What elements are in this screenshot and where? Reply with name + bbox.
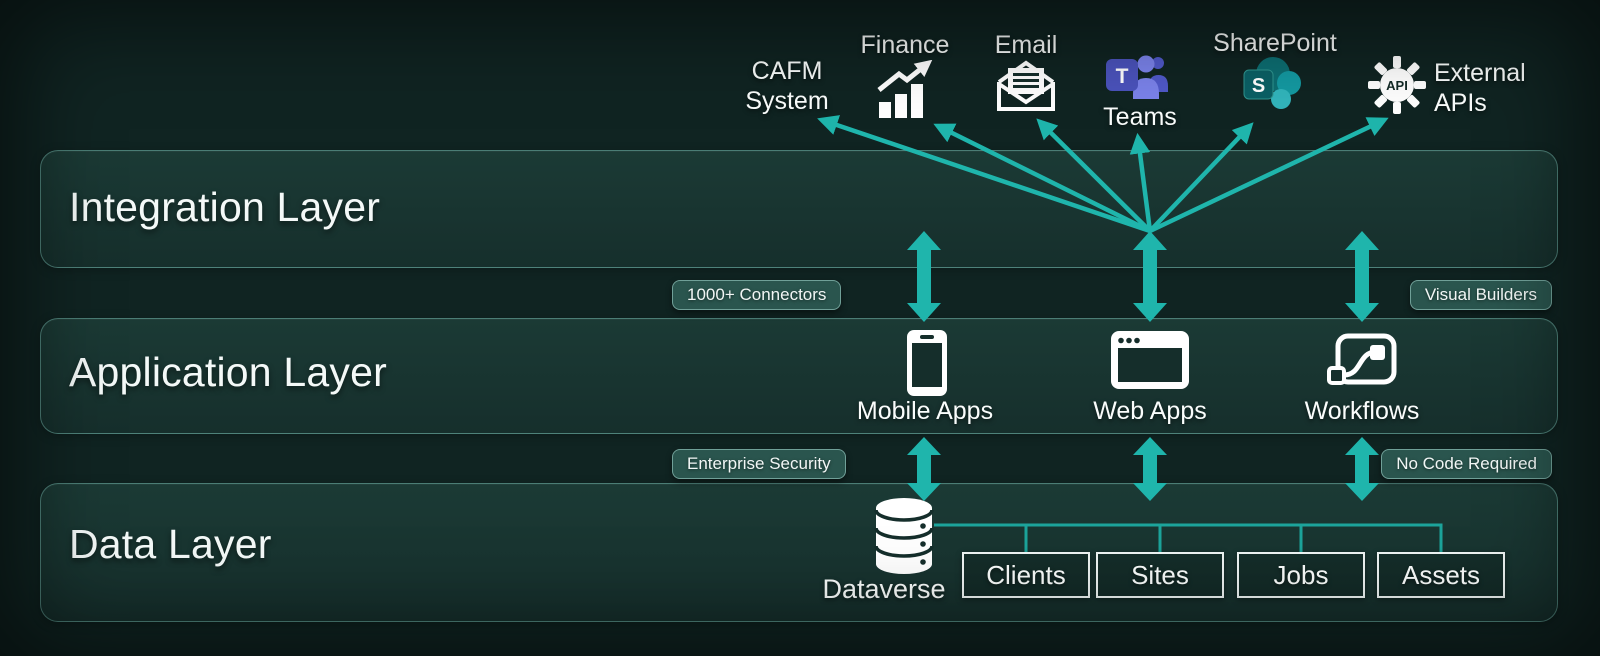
entity-label-sites: Sites: [1131, 559, 1189, 590]
entity-label-jobs: Jobs: [1273, 559, 1329, 590]
workflow-icon: [1327, 333, 1397, 385]
finance-chart-icon: [877, 60, 933, 118]
data-layer-title: Data Layer: [69, 521, 272, 567]
teams-letter: T: [1116, 65, 1129, 88]
system-label-finance: Finance: [860, 31, 950, 59]
dataverse-database-icon: [874, 498, 934, 574]
api-gear-icon: API: [1368, 56, 1426, 114]
sharepoint-icon: S: [1243, 57, 1301, 109]
email-icon: [997, 60, 1055, 111]
application-layer-title: Application Layer: [69, 349, 387, 395]
entity-box-jobs: Jobs: [1237, 552, 1365, 598]
badge-connectors: 1000+ Connectors: [672, 280, 842, 310]
entity-box-sites: Sites: [1096, 552, 1224, 598]
entity-label-assets: Assets: [1401, 559, 1481, 590]
badge-no-code-required: No Code Required: [1381, 449, 1552, 479]
entity-box-assets: Assets: [1377, 552, 1505, 598]
teams-icon: T: [1106, 55, 1168, 99]
system-label-sharepoint: SharePoint: [1213, 29, 1337, 57]
application-label-mobile-apps: Mobile Apps: [856, 397, 994, 425]
badge-visual-builders: Visual Builders: [1409, 280, 1552, 310]
sharepoint-letter: S: [1252, 75, 1265, 97]
dataverse-label: Dataverse: [822, 574, 946, 604]
system-label-email: Email: [994, 31, 1058, 59]
api-gear-label: API: [1386, 78, 1408, 93]
entity-box-clients: Clients: [962, 552, 1090, 598]
entity-label-clients: Clients: [986, 559, 1066, 590]
application-layer-panel: Application Layer: [40, 318, 1558, 434]
application-label-workflows: Workflows: [1304, 397, 1420, 425]
integration-layer-title: Integration Layer: [69, 184, 381, 230]
browser-window-icon: [1111, 331, 1189, 389]
integration-layer-panel: Integration Layer: [40, 150, 1558, 268]
badge-enterprise-security: Enterprise Security: [672, 449, 846, 479]
application-label-web-apps: Web Apps: [1093, 397, 1207, 425]
system-label-external-apis: External APIs: [1434, 59, 1526, 117]
system-label-teams: Teams: [1103, 103, 1177, 131]
system-label-cafm: CAFM System: [745, 57, 829, 115]
mobile-phone-icon: [907, 330, 947, 396]
